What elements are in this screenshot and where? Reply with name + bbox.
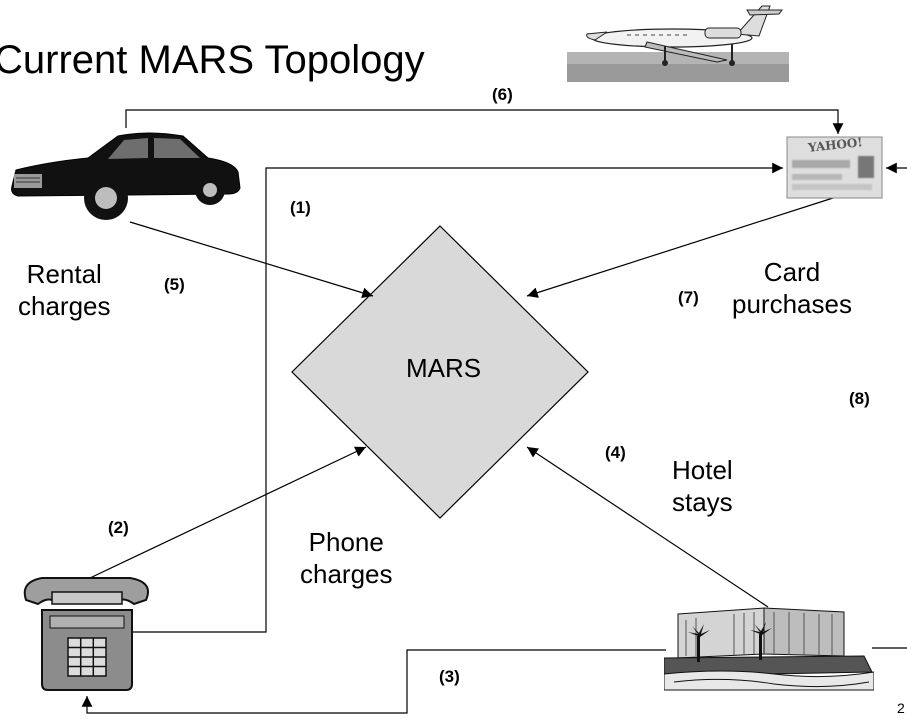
rental-charges-label: Rental charges: [18, 259, 111, 321]
edge-1: [130, 162, 783, 633]
edge-4: [526, 446, 769, 608]
edge-label-8: (8): [849, 389, 870, 408]
mars-label: MARS: [406, 353, 482, 383]
edge-label-6: (6): [492, 85, 513, 104]
edge-label-4: (4): [605, 443, 626, 462]
phone-charges-label: Phone charges: [300, 527, 393, 589]
credit-card-icon: YAHOO!: [786, 135, 884, 205]
car-icon: [8, 128, 243, 228]
mars-node: [291, 225, 589, 519]
edge-label-7: (7): [678, 288, 699, 307]
edge-5: [129, 221, 374, 299]
edge-label-3: (3): [439, 667, 460, 686]
hotel-icon: [663, 600, 875, 697]
edge-6: [125, 109, 844, 134]
telephone-icon: [22, 572, 152, 697]
card-purchases-label: Card purchases: [732, 257, 852, 319]
edge-3: [81, 649, 666, 714]
edge-7: [526, 197, 834, 298]
jet-icon: [567, 0, 789, 87]
edge-2: [89, 446, 367, 579]
page-title: Current MARS Topology: [0, 38, 425, 82]
edge-label-1: (1): [290, 198, 311, 217]
page-number: 2: [897, 700, 905, 716]
edge-label-2: (2): [108, 518, 129, 537]
hotel-stays-label: Hotel stays: [672, 455, 733, 517]
edge-label-5: (5): [164, 275, 185, 294]
